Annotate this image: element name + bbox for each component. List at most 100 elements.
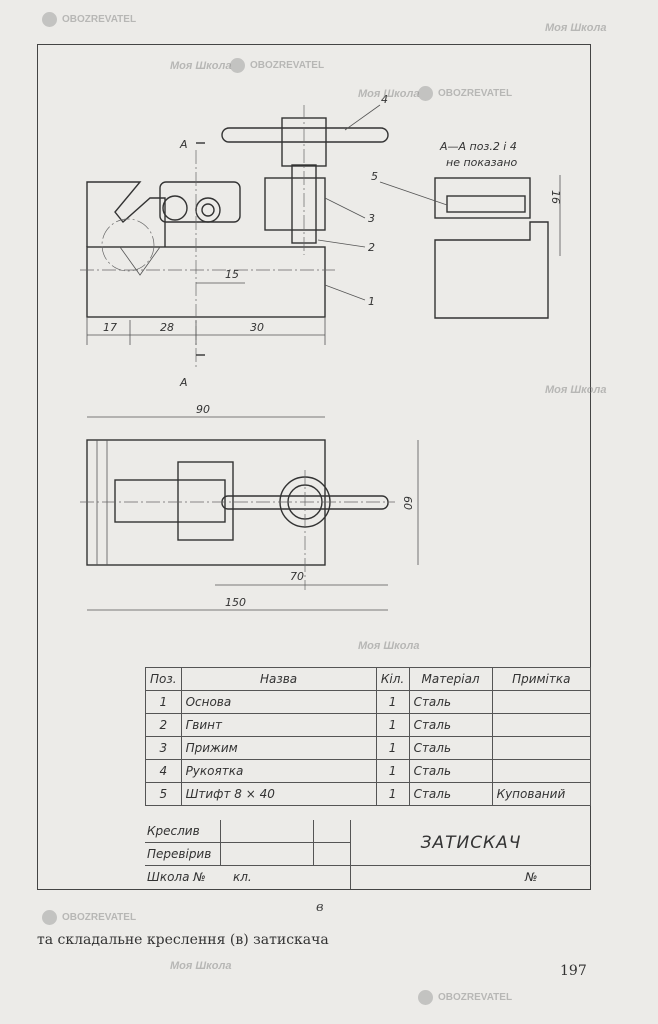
header-pos: Поз.	[145, 667, 182, 691]
tb-grade-label: кл.	[233, 870, 252, 884]
section-note-line1: А—А поз.2 і 4	[439, 140, 517, 153]
tb-checked-label: Перевірив	[147, 847, 212, 861]
watermark-brand: OBOZREVATEL	[438, 992, 513, 1003]
dim-16: 16	[549, 190, 562, 204]
cell-qty: 1	[375, 782, 410, 806]
watermark-text: Моя Школа	[170, 960, 232, 972]
cell-name: Прижим	[180, 736, 377, 760]
cell-note	[491, 713, 592, 737]
clamp-part	[159, 181, 241, 223]
cell-material: Сталь	[408, 759, 493, 783]
part-callout-3: 3	[368, 212, 375, 225]
section-pin	[446, 195, 526, 213]
section-base	[434, 221, 549, 319]
dim-17: 17	[103, 321, 117, 334]
top-view: 90 60 70 150	[80, 403, 419, 611]
header-name: Назва	[180, 667, 377, 691]
tb-checked-row: Перевірив	[145, 843, 350, 866]
tb-title: ЗАТИСКАЧ	[350, 820, 591, 866]
watermark-text: Моя Школа	[358, 88, 420, 100]
watermark-logo-icon	[42, 12, 57, 27]
table-row: 3 Прижим 1 Сталь	[145, 736, 592, 760]
watermark-brand: OBOZREVATEL	[62, 912, 137, 923]
dim-30: 30	[250, 321, 264, 334]
cell-material: Сталь	[408, 713, 493, 737]
tb-drawn-row: Креслив	[145, 820, 350, 843]
section-label-bottom: A	[179, 376, 188, 389]
watermark-logo-icon	[418, 86, 433, 101]
tb-school-label: Школа №	[147, 870, 206, 884]
cell-qty: 1	[375, 759, 410, 783]
part-callout-1: 1	[368, 295, 375, 308]
dim-15: 15	[225, 268, 239, 281]
table-row: 4 Рукоятка 1 Сталь	[145, 759, 592, 783]
header-material: Матеріал	[408, 667, 493, 691]
watermark-text: Моя Школа	[358, 640, 420, 652]
cell-pos: 5	[145, 782, 182, 806]
section-upper	[434, 177, 531, 219]
header-qty: Кіл.	[375, 667, 410, 691]
drawing-sheet-frame	[37, 44, 591, 890]
handle-bar	[221, 127, 389, 143]
watermark-logo-icon	[230, 58, 245, 73]
watermark-brand: OBOZREVATEL	[250, 60, 325, 71]
workpiece-outline	[101, 218, 155, 272]
cell-note	[491, 690, 592, 714]
section-label-top: A	[179, 138, 188, 151]
title-block: Креслив Перевірив Школа № кл. ЗАТИСКАЧ №	[145, 820, 591, 889]
cell-material: Сталь	[408, 736, 493, 760]
watermark-brand: OBOZREVATEL	[62, 14, 137, 25]
cell-name: Рукоятка	[180, 759, 377, 783]
cell-pos: 4	[145, 759, 182, 783]
watermark-text: Моя Школа	[170, 60, 232, 72]
cell-name: Штифт 8 × 40	[180, 782, 377, 806]
base-jaw	[86, 181, 166, 247]
base-body	[86, 246, 326, 318]
table-row: 2 Гвинт 1 Сталь	[145, 713, 592, 737]
dim-60: 60	[401, 496, 414, 510]
top-base	[86, 439, 326, 566]
part-callout-4: 4	[381, 93, 388, 106]
cell-note	[491, 736, 592, 760]
top-clamp	[114, 479, 226, 523]
section-note-line2: не показано	[446, 156, 518, 169]
header-note: Примітка	[491, 667, 592, 691]
tb-school-row: Школа № кл.	[145, 866, 350, 889]
figure-letter: в	[316, 900, 324, 915]
cell-note	[491, 759, 592, 783]
cell-name: Гвинт	[180, 713, 377, 737]
tb-number: №	[525, 870, 538, 884]
parts-table: Поз. Назва Кіл. Матеріал Примітка 1 Осно…	[145, 667, 592, 806]
cell-qty: 1	[375, 713, 410, 737]
watermark-logo-icon	[418, 990, 433, 1005]
figure-caption: та складальне креслення (в) затискача	[37, 932, 329, 948]
dim-70: 70	[290, 570, 304, 583]
cell-pos: 3	[145, 736, 182, 760]
table-row: 1 Основа 1 Сталь	[145, 690, 592, 714]
cell-pos: 1	[145, 690, 182, 714]
watermark-brand: OBOZREVATEL	[438, 88, 513, 99]
cell-material: Сталь	[408, 782, 493, 806]
upright-hatched	[264, 177, 326, 231]
dim-90: 90	[196, 403, 210, 416]
watermark-text: Моя Школа	[545, 22, 607, 34]
tb-number-cell: №	[350, 866, 591, 889]
watermark-text: Моя Школа	[545, 384, 607, 396]
table-row: 5 Штифт 8 × 40 1 Сталь Купований	[145, 782, 592, 806]
table-header-row: Поз. Назва Кіл. Матеріал Примітка	[145, 667, 592, 691]
section-view: А—А поз.2 і 4 не показано 5 16	[371, 140, 562, 319]
part-callout-2: 2	[368, 241, 375, 254]
cell-pos: 2	[145, 713, 182, 737]
part-callout-5: 5	[371, 170, 378, 183]
page-number: 197	[560, 963, 587, 979]
tb-drawn-label: Креслив	[147, 824, 200, 838]
cell-name: Основа	[180, 690, 377, 714]
watermark-logo-icon	[42, 910, 57, 925]
front-view: A A 4 3 2 1 15 17 28 30	[80, 93, 389, 389]
cell-qty: 1	[375, 690, 410, 714]
cell-note: Купований	[491, 782, 592, 806]
cell-qty: 1	[375, 736, 410, 760]
cell-material: Сталь	[408, 690, 493, 714]
